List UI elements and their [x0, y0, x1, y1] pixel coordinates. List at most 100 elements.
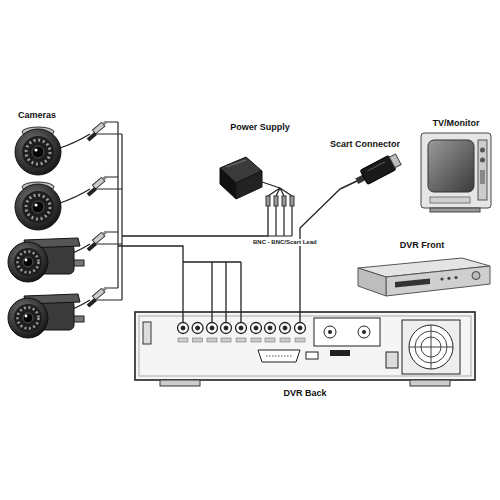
- vga-usb-ports: [266, 356, 292, 357]
- bullet-camera: [18, 308, 39, 329]
- bnc-input: [298, 326, 302, 330]
- dc-plugs: [266, 196, 294, 206]
- output-block: [314, 318, 380, 356]
- vga-usb-ports: [258, 350, 300, 362]
- component-heading: DVR Front: [400, 240, 445, 251]
- bullet-camera: [25, 315, 28, 318]
- dvr-front-unit: [358, 258, 490, 296]
- bnc-plugs: [102, 121, 107, 126]
- bullet-camera: [8, 242, 48, 282]
- dc-plugs: [266, 196, 270, 206]
- bullet-camera: [14, 304, 42, 332]
- port-plate: [221, 338, 231, 342]
- dvr-back-panel: [135, 312, 475, 380]
- bnc-plugs: [87, 242, 97, 251]
- tv-monitor: [421, 133, 491, 212]
- bnc-plugs: [92, 120, 107, 134]
- component-heading: Cameras: [18, 110, 56, 121]
- power-supply-brick: [226, 160, 246, 167]
- output-block: [314, 318, 380, 346]
- power-supply-brick: [220, 157, 262, 199]
- dvr-front-unit: [454, 276, 457, 279]
- port-plate: [236, 338, 246, 342]
- bullet-camera: [8, 298, 48, 338]
- output-block: [330, 350, 350, 356]
- camera-group: Cameras: [4, 110, 128, 350]
- bnc-input: [210, 326, 214, 330]
- dvr-front-unit: [440, 277, 443, 280]
- dvr-back-panel: [135, 312, 475, 386]
- camera-cables: [121, 134, 122, 300]
- dome-camera: [15, 127, 61, 175]
- dome-camera: [15, 182, 61, 230]
- port-plate: [251, 338, 261, 342]
- tv-monitor: [480, 158, 485, 163]
- power-splitter: [262, 182, 292, 236]
- port-plate: [178, 338, 305, 342]
- output-block: [358, 326, 370, 338]
- bnc-plugs: [102, 176, 107, 181]
- fan-and-power: [386, 320, 460, 374]
- tv-monitor: TV/Monitor: [418, 118, 494, 214]
- camera-cables: [60, 122, 128, 314]
- bnc-input: [254, 326, 258, 330]
- camera-cables: [60, 189, 90, 203]
- cable: [128, 207, 268, 236]
- dome-camera: [32, 146, 44, 158]
- bnc-input: [178, 323, 306, 334]
- bnc-input: [295, 323, 306, 334]
- power-supply: Power Supply: [212, 122, 308, 207]
- component-heading: Scart Connector: [330, 139, 400, 150]
- tv-monitor: [478, 140, 487, 200]
- fan-and-power: [386, 352, 398, 368]
- dvr-front-unit: [358, 268, 386, 296]
- scart-plug: [389, 154, 401, 168]
- input-leads: [183, 262, 300, 322]
- dome-camera: [26, 140, 50, 164]
- bnc-input: [178, 323, 189, 334]
- camera-cables: [106, 122, 118, 288]
- scart-plug: [340, 181, 357, 189]
- power-supply-brick: [236, 171, 262, 199]
- cable: [128, 246, 183, 312]
- dome-camera: [32, 201, 44, 213]
- bnc-plugs: [87, 187, 97, 196]
- bnc-input: [224, 326, 228, 330]
- fan-and-power: [409, 325, 453, 369]
- bullet-camera: [25, 259, 28, 262]
- bnc-plugs: [102, 231, 107, 236]
- power-supply-brick: [220, 168, 236, 199]
- component-heading: TV/Monitor: [433, 118, 480, 129]
- bnc-input: [192, 323, 203, 334]
- fan-and-power: [402, 320, 460, 374]
- bnc-plugs: [87, 242, 97, 251]
- vga-usb-ports: [258, 350, 318, 362]
- vga-usb-ports: [306, 352, 318, 359]
- bnc-input: [268, 326, 272, 330]
- port-plate: [265, 338, 275, 342]
- bnc-plugs: [87, 132, 97, 141]
- cable: [300, 189, 340, 312]
- bullet-camera: [18, 252, 39, 273]
- dvr-back-panel: [143, 322, 151, 344]
- dvr-back-panel: [410, 380, 450, 386]
- bnc-input: [236, 323, 247, 334]
- output-block: [324, 326, 336, 338]
- port-plate: [193, 338, 203, 342]
- port-plate: [280, 338, 290, 342]
- dvr-back-panel: [139, 316, 471, 376]
- fan-and-power: [409, 325, 453, 369]
- scart-connector: Scart Connector: [320, 139, 410, 189]
- output-block: [328, 330, 332, 334]
- camera-cables: [60, 134, 90, 148]
- bnc-input: [251, 323, 262, 334]
- tv-monitor: [480, 148, 485, 153]
- tv-monitor: [480, 170, 485, 184]
- dome-camera: [34, 148, 37, 151]
- dc-plugs: [282, 196, 286, 206]
- dome-camera: [34, 203, 37, 206]
- cable-label: BNC - BNC/Scart Lead: [252, 239, 318, 246]
- bnc-plugs: [92, 175, 107, 189]
- bnc-plugs: [102, 287, 107, 292]
- dc-plugs: [290, 196, 294, 206]
